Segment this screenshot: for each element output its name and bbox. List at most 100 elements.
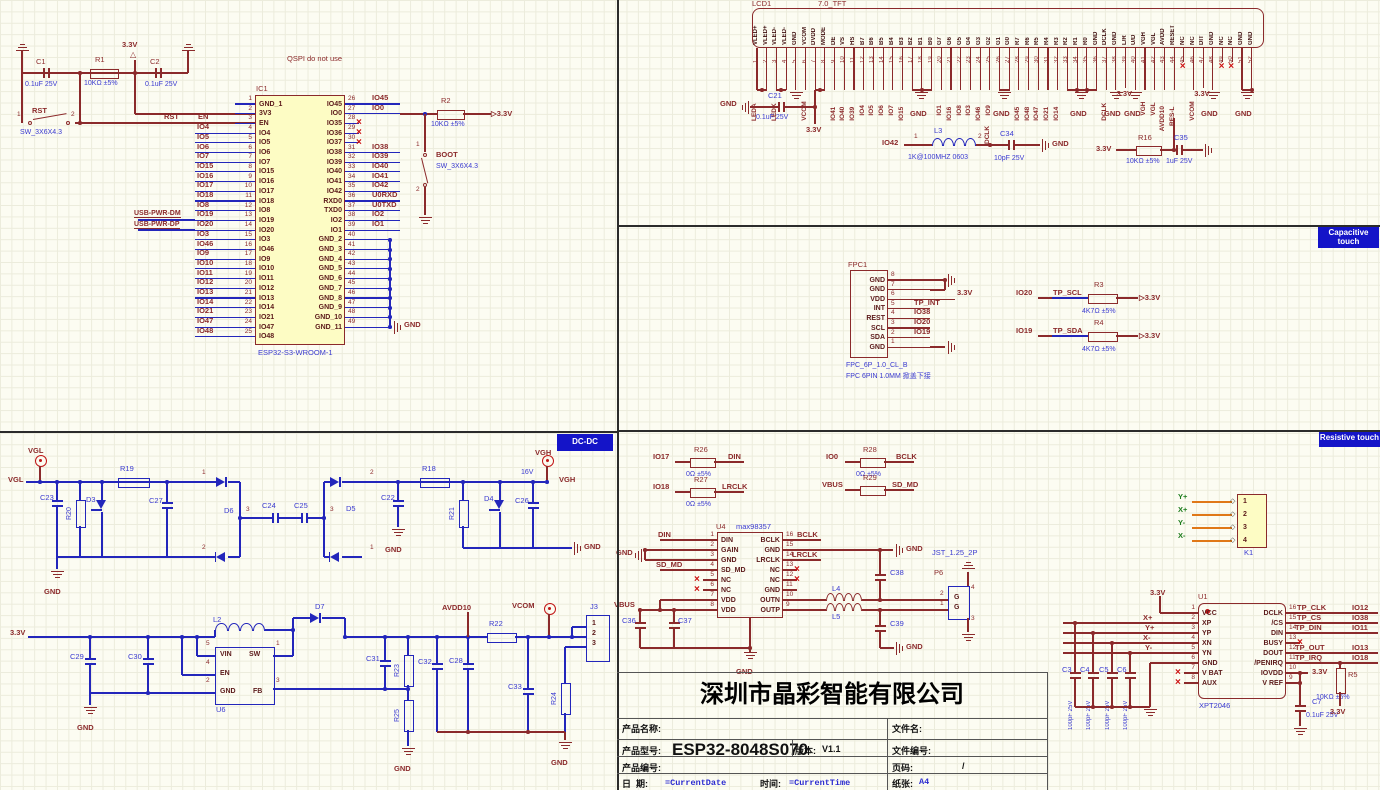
- text-[interactable]: ×: [794, 574, 800, 585]
- power-flag-3v3[interactable]: △: [130, 50, 137, 59]
- net-label-3.3V[interactable]: 3.3V: [957, 288, 973, 298]
- net-label-IO15[interactable]: IO15: [897, 106, 905, 121]
- net-label-IO38[interactable]: IO38: [372, 141, 389, 151]
- text-[interactable]: ×: [1218, 61, 1225, 72]
- net-label-▷3.3V[interactable]: ▷3.3V: [1139, 331, 1161, 340]
- net-label-GND[interactable]: GND: [993, 109, 1010, 118]
- net-label-AVDD10[interactable]: AVDD10: [1159, 106, 1167, 132]
- net-label-VGH[interactable]: VGH: [1140, 101, 1147, 116]
- net-label-DCLK[interactable]: DCLK: [984, 125, 991, 144]
- net-label-GND[interactable]: GND: [910, 109, 927, 118]
- net-label-GND[interactable]: GND: [736, 668, 753, 676]
- net-label-IO19[interactable]: IO19: [197, 209, 214, 219]
- net-label-IO8[interactable]: IO8: [955, 105, 963, 116]
- net-label-IO19[interactable]: IO19: [914, 326, 931, 336]
- net-label-IO17[interactable]: IO17: [653, 452, 670, 461]
- resistor-body[interactable]: [690, 458, 716, 468]
- resistor-body[interactable]: [1237, 494, 1267, 548]
- net-label-GND[interactable]: GND: [1235, 109, 1252, 118]
- net-label-GND[interactable]: GND: [1201, 109, 1218, 118]
- net-label-IO21[interactable]: IO21: [1043, 106, 1050, 121]
- net-label-GND[interactable]: GND: [616, 548, 633, 557]
- net-label-IO12[interactable]: IO12: [197, 277, 214, 287]
- net-label-IO17[interactable]: IO17: [197, 180, 214, 190]
- resistor-body[interactable]: [76, 500, 86, 528]
- net-label-VGL[interactable]: VGL: [1149, 102, 1157, 116]
- net-label-IO10[interactable]: IO10: [197, 257, 214, 267]
- net-label-TP_SDA[interactable]: TP_SDA: [1053, 326, 1083, 335]
- net-label-X+[interactable]: X+: [1178, 505, 1188, 514]
- net-label-GND[interactable]: GND: [720, 99, 737, 108]
- diode[interactable]: [96, 500, 106, 509]
- resistor-body[interactable]: [404, 655, 414, 687]
- net-label-IO16[interactable]: IO16: [946, 106, 953, 121]
- net-label-RST[interactable]: RST: [164, 112, 179, 121]
- resistor-body[interactable]: [860, 458, 886, 468]
- net-label-VCOM[interactable]: VCOM: [800, 101, 808, 121]
- text-[interactable]: ×: [1228, 61, 1235, 72]
- net-label-IO40[interactable]: IO40: [372, 160, 389, 170]
- net-label-IO46[interactable]: IO46: [975, 106, 983, 121]
- net-label-IO21[interactable]: IO21: [197, 306, 214, 316]
- diode[interactable]: [330, 477, 339, 487]
- net-label-BOOT[interactable]: BOOT: [436, 150, 458, 159]
- net-label-Y+[interactable]: Y+: [1145, 623, 1155, 632]
- resistor-body[interactable]: [561, 683, 571, 715]
- diode[interactable]: [310, 613, 319, 623]
- net-label-IO48[interactable]: IO48: [197, 325, 214, 335]
- net-label-IO18[interactable]: IO18: [1352, 653, 1369, 662]
- net-label-IO18[interactable]: IO18: [653, 482, 670, 491]
- net-label-IO16[interactable]: IO16: [197, 170, 214, 180]
- net-label-IO38[interactable]: IO38: [914, 307, 931, 317]
- net-label-IO6[interactable]: IO6: [197, 141, 210, 151]
- net-label-3.3V[interactable]: 3.3V: [1150, 588, 1166, 597]
- net-label-LRCLK[interactable]: LRCLK: [722, 482, 748, 491]
- net-label-IO47[interactable]: IO47: [1033, 106, 1041, 121]
- resistor-body[interactable]: [215, 647, 275, 705]
- net-label-IO48[interactable]: IO48: [1023, 106, 1031, 121]
- net-label-IO1[interactable]: IO1: [372, 219, 385, 229]
- text-[interactable]: ×: [1175, 667, 1181, 678]
- net-label-3.3V[interactable]: 3.3V: [122, 40, 138, 49]
- net-label-3.3V[interactable]: 3.3V: [1194, 89, 1210, 98]
- net-label-IO40[interactable]: IO40: [839, 106, 847, 121]
- net-label-▷3.3V[interactable]: ▷3.3V: [1139, 293, 1161, 302]
- net-label-IO7[interactable]: IO7: [197, 151, 210, 161]
- net-label-IO4[interactable]: IO4: [197, 122, 210, 132]
- net-label-TP_IRQ[interactable]: TP_IRQ: [1295, 653, 1323, 662]
- net-label-IO5[interactable]: IO5: [868, 105, 876, 116]
- net-label-BCLK[interactable]: BCLK: [896, 452, 917, 461]
- net-label-VGH[interactable]: VGH: [559, 475, 576, 484]
- diode[interactable]: [330, 552, 339, 562]
- text-[interactable]: ×: [356, 136, 362, 148]
- text-[interactable]: ×: [1297, 637, 1303, 648]
- net-label-IO47[interactable]: IO47: [197, 316, 214, 326]
- power-port[interactable]: [35, 455, 47, 467]
- resistor-body[interactable]: [487, 633, 517, 643]
- net-label-IO15[interactable]: IO15: [197, 160, 214, 170]
- net-label-IO42[interactable]: IO42: [882, 138, 899, 147]
- net-label-TP_INT[interactable]: TP_INT: [914, 297, 940, 307]
- resistor-body[interactable]: [1088, 294, 1118, 304]
- net-label-GND[interactable]: GND: [551, 758, 568, 767]
- net-label-IO5[interactable]: IO5: [197, 131, 210, 141]
- resistor-body[interactable]: [1136, 146, 1162, 156]
- net-label-IO7[interactable]: IO7: [887, 105, 895, 116]
- net-label-U0TXD[interactable]: U0TXD: [372, 199, 397, 209]
- net-label-IO20[interactable]: IO20: [914, 317, 931, 326]
- net-label-IO9[interactable]: IO9: [984, 105, 992, 116]
- net-label-DIN[interactable]: DIN: [728, 452, 741, 461]
- resistor-body[interactable]: [1336, 668, 1346, 694]
- net-label-GND[interactable]: GND: [1070, 109, 1087, 118]
- net-label-IO2[interactable]: IO2: [372, 209, 385, 219]
- net-label-IO46[interactable]: IO46: [197, 238, 214, 248]
- net-label-IO42[interactable]: IO42: [372, 180, 389, 190]
- net-label-IO20[interactable]: IO20: [1016, 288, 1033, 297]
- net-label-TP_CS[interactable]: TP_CS: [1297, 613, 1322, 622]
- net-label-IO11[interactable]: IO11: [1352, 623, 1368, 632]
- net-label-3.3V[interactable]: 3.3V: [1312, 667, 1328, 676]
- net-label-▷3.3V[interactable]: ▷3.3V: [491, 109, 513, 118]
- net-label-BCLK[interactable]: BCLK: [797, 530, 818, 539]
- resistor-body[interactable]: [437, 110, 465, 120]
- fpc-captouch-connector[interactable]: [850, 270, 888, 358]
